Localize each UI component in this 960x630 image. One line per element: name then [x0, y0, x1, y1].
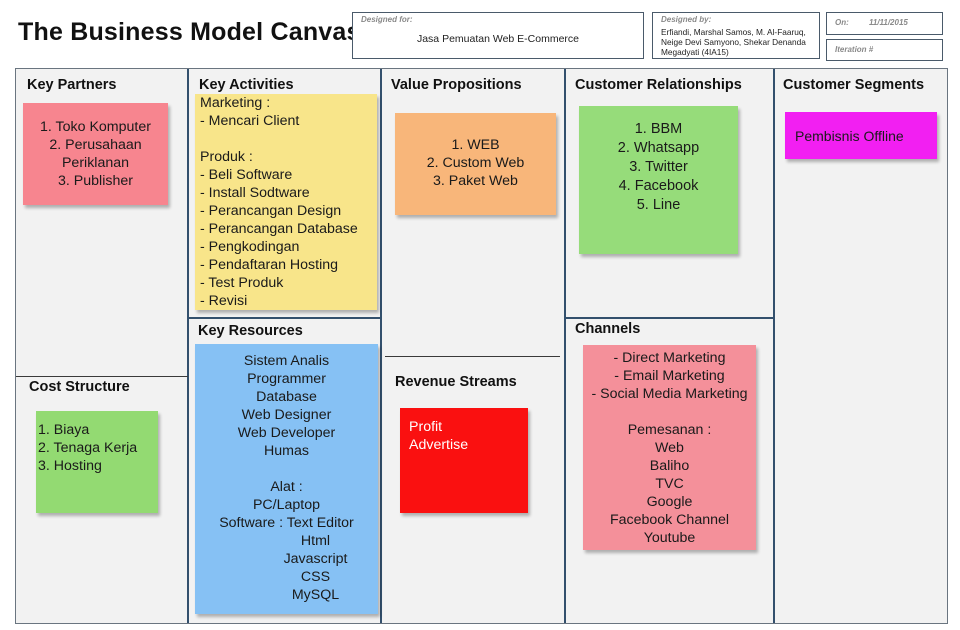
divider-relationships-segments	[773, 69, 775, 623]
note-line: - Beli Software	[200, 167, 293, 183]
value-propositions-title: Value Propositions	[391, 77, 522, 93]
note-line: Web	[655, 440, 684, 456]
note-line: 3. Twitter	[629, 159, 688, 175]
note-line: Facebook Channel	[609, 512, 730, 528]
note-spacer	[583, 403, 756, 421]
key-resources-title: Key Resources	[198, 323, 303, 339]
key-activities-title: Key Activities	[199, 77, 294, 93]
note-line: Baliho	[649, 458, 690, 474]
note-line: Web Developer	[237, 425, 336, 441]
date-box[interactable]: On: 11/11/2015	[826, 12, 943, 35]
customer-relationships-note[interactable]: 1. BBM 2. Whatsapp 3. Twitter 4. Facebook 5.…	[579, 106, 738, 254]
note-line: - Direct Marketing	[613, 350, 726, 366]
designed-for-box[interactable]: Designed for: Jasa Pemuatan Web E-Commer…	[352, 12, 644, 59]
note-line: 3. Hosting	[38, 458, 102, 474]
divider-partners-activities	[187, 69, 189, 623]
note-line: Youtube	[643, 530, 696, 546]
divider-partners-cost	[16, 376, 188, 377]
note-line: Google	[646, 494, 693, 510]
note-line: - Install Sodtware	[200, 185, 310, 201]
note-line: Javascript	[283, 551, 348, 567]
note-line: Programmer	[247, 371, 326, 387]
customer-relationships-title: Customer Relationships	[575, 77, 742, 93]
note-line: Profit	[409, 419, 443, 435]
customer-segments-note[interactable]: Pembisnis Offline	[785, 112, 937, 159]
value-propositions-note[interactable]: 1. WEB 2. Custom Web 3. Paket Web	[395, 113, 556, 215]
designed-for-value: Jasa Pemuatan Web E-Commerce	[416, 33, 580, 45]
note-line: - Pengkodingan	[200, 239, 300, 255]
revenue-streams-title: Revenue Streams	[395, 374, 517, 390]
note-line: - Test Produk	[200, 275, 284, 291]
note-line: TVC	[655, 476, 684, 492]
note-line: - Email Marketing	[614, 368, 725, 384]
note-line: - Social Media Marketing	[591, 386, 748, 402]
note-line: Pembisnis Offline	[795, 128, 904, 144]
note-line: - Revisi	[200, 293, 248, 309]
channels-title: Channels	[575, 321, 641, 337]
note-line: - Pendaftaran Hosting	[200, 257, 339, 273]
date-value: 11/11/2015	[869, 18, 908, 27]
note-line: Database	[256, 389, 317, 405]
note-line: Produk :	[200, 149, 253, 165]
note-line: 1. Biaya	[38, 422, 90, 438]
cost-structure-title: Cost Structure	[29, 379, 130, 395]
note-line: 5. Line	[636, 197, 681, 213]
designed-by-box[interactable]: Designed by: Erfiandi, Marshal Samos, M.…	[652, 12, 820, 59]
cost-structure-note[interactable]: 1. Biaya 2. Tenaga Kerja 3. Hosting	[36, 411, 158, 513]
divider-value-relationships	[564, 69, 566, 623]
divider-value-revenue	[385, 356, 560, 357]
iteration-label: Iteration #	[835, 45, 874, 54]
note-line: 4. Facebook	[618, 178, 699, 194]
note-line: MySQL	[291, 587, 340, 603]
divider-activities-resources	[188, 317, 381, 319]
note-line: Pemesanan :	[627, 422, 712, 438]
canvas-title: The Business Model Canvas	[18, 18, 361, 46]
customer-segments-title: Customer Segments	[783, 77, 925, 93]
note-line: PC/Laptop	[252, 497, 321, 513]
note-line: Html	[300, 533, 331, 549]
note-line: 3. Publisher	[58, 173, 133, 189]
note-line: Humas	[264, 443, 309, 459]
note-line: CSS	[300, 569, 331, 585]
designed-by-value: Erfiandi, Marshal Samos, M. Al-Faaruq, N…	[661, 27, 806, 57]
note-line: - Perancangan Database	[200, 221, 358, 237]
note-spacer	[195, 460, 378, 478]
note-line: 3. Paket Web	[433, 173, 518, 189]
note-line: - Mencari Client	[200, 113, 300, 129]
note-line: 1. WEB	[451, 137, 500, 153]
channels-note[interactable]: - Direct Marketing - Email Marketing - Soc…	[583, 345, 756, 550]
designed-for-label: Designed for:	[361, 15, 413, 24]
designed-by-label: Designed by:	[661, 15, 712, 24]
note-line: Web Designer	[241, 407, 332, 423]
note-line: Software : Text Editor	[219, 515, 354, 531]
note-line: 1. Toko Komputer	[40, 119, 151, 135]
date-label: On:	[835, 18, 849, 27]
note-line: Alat :	[270, 479, 303, 495]
note-line: 2. Whatsapp	[617, 140, 700, 156]
note-line: Advertise	[409, 437, 469, 453]
key-partners-title: Key Partners	[27, 77, 117, 93]
divider-relationships-channels	[566, 317, 774, 319]
note-line: Marketing :	[200, 95, 271, 111]
note-line: 2. Custom Web	[426, 155, 525, 171]
note-line: 2. Tenaga Kerja	[38, 440, 138, 456]
note-line: 2. Perusahaan	[49, 137, 142, 153]
note-line: Sistem Analis	[243, 353, 330, 369]
note-line: Periklanan	[61, 155, 130, 171]
note-line: 1. BBM	[634, 121, 683, 137]
divider-activities-value	[380, 69, 382, 623]
iteration-box[interactable]: Iteration #	[826, 39, 943, 61]
note-spacer	[200, 130, 377, 148]
note-line: - Perancangan Design	[200, 203, 342, 219]
